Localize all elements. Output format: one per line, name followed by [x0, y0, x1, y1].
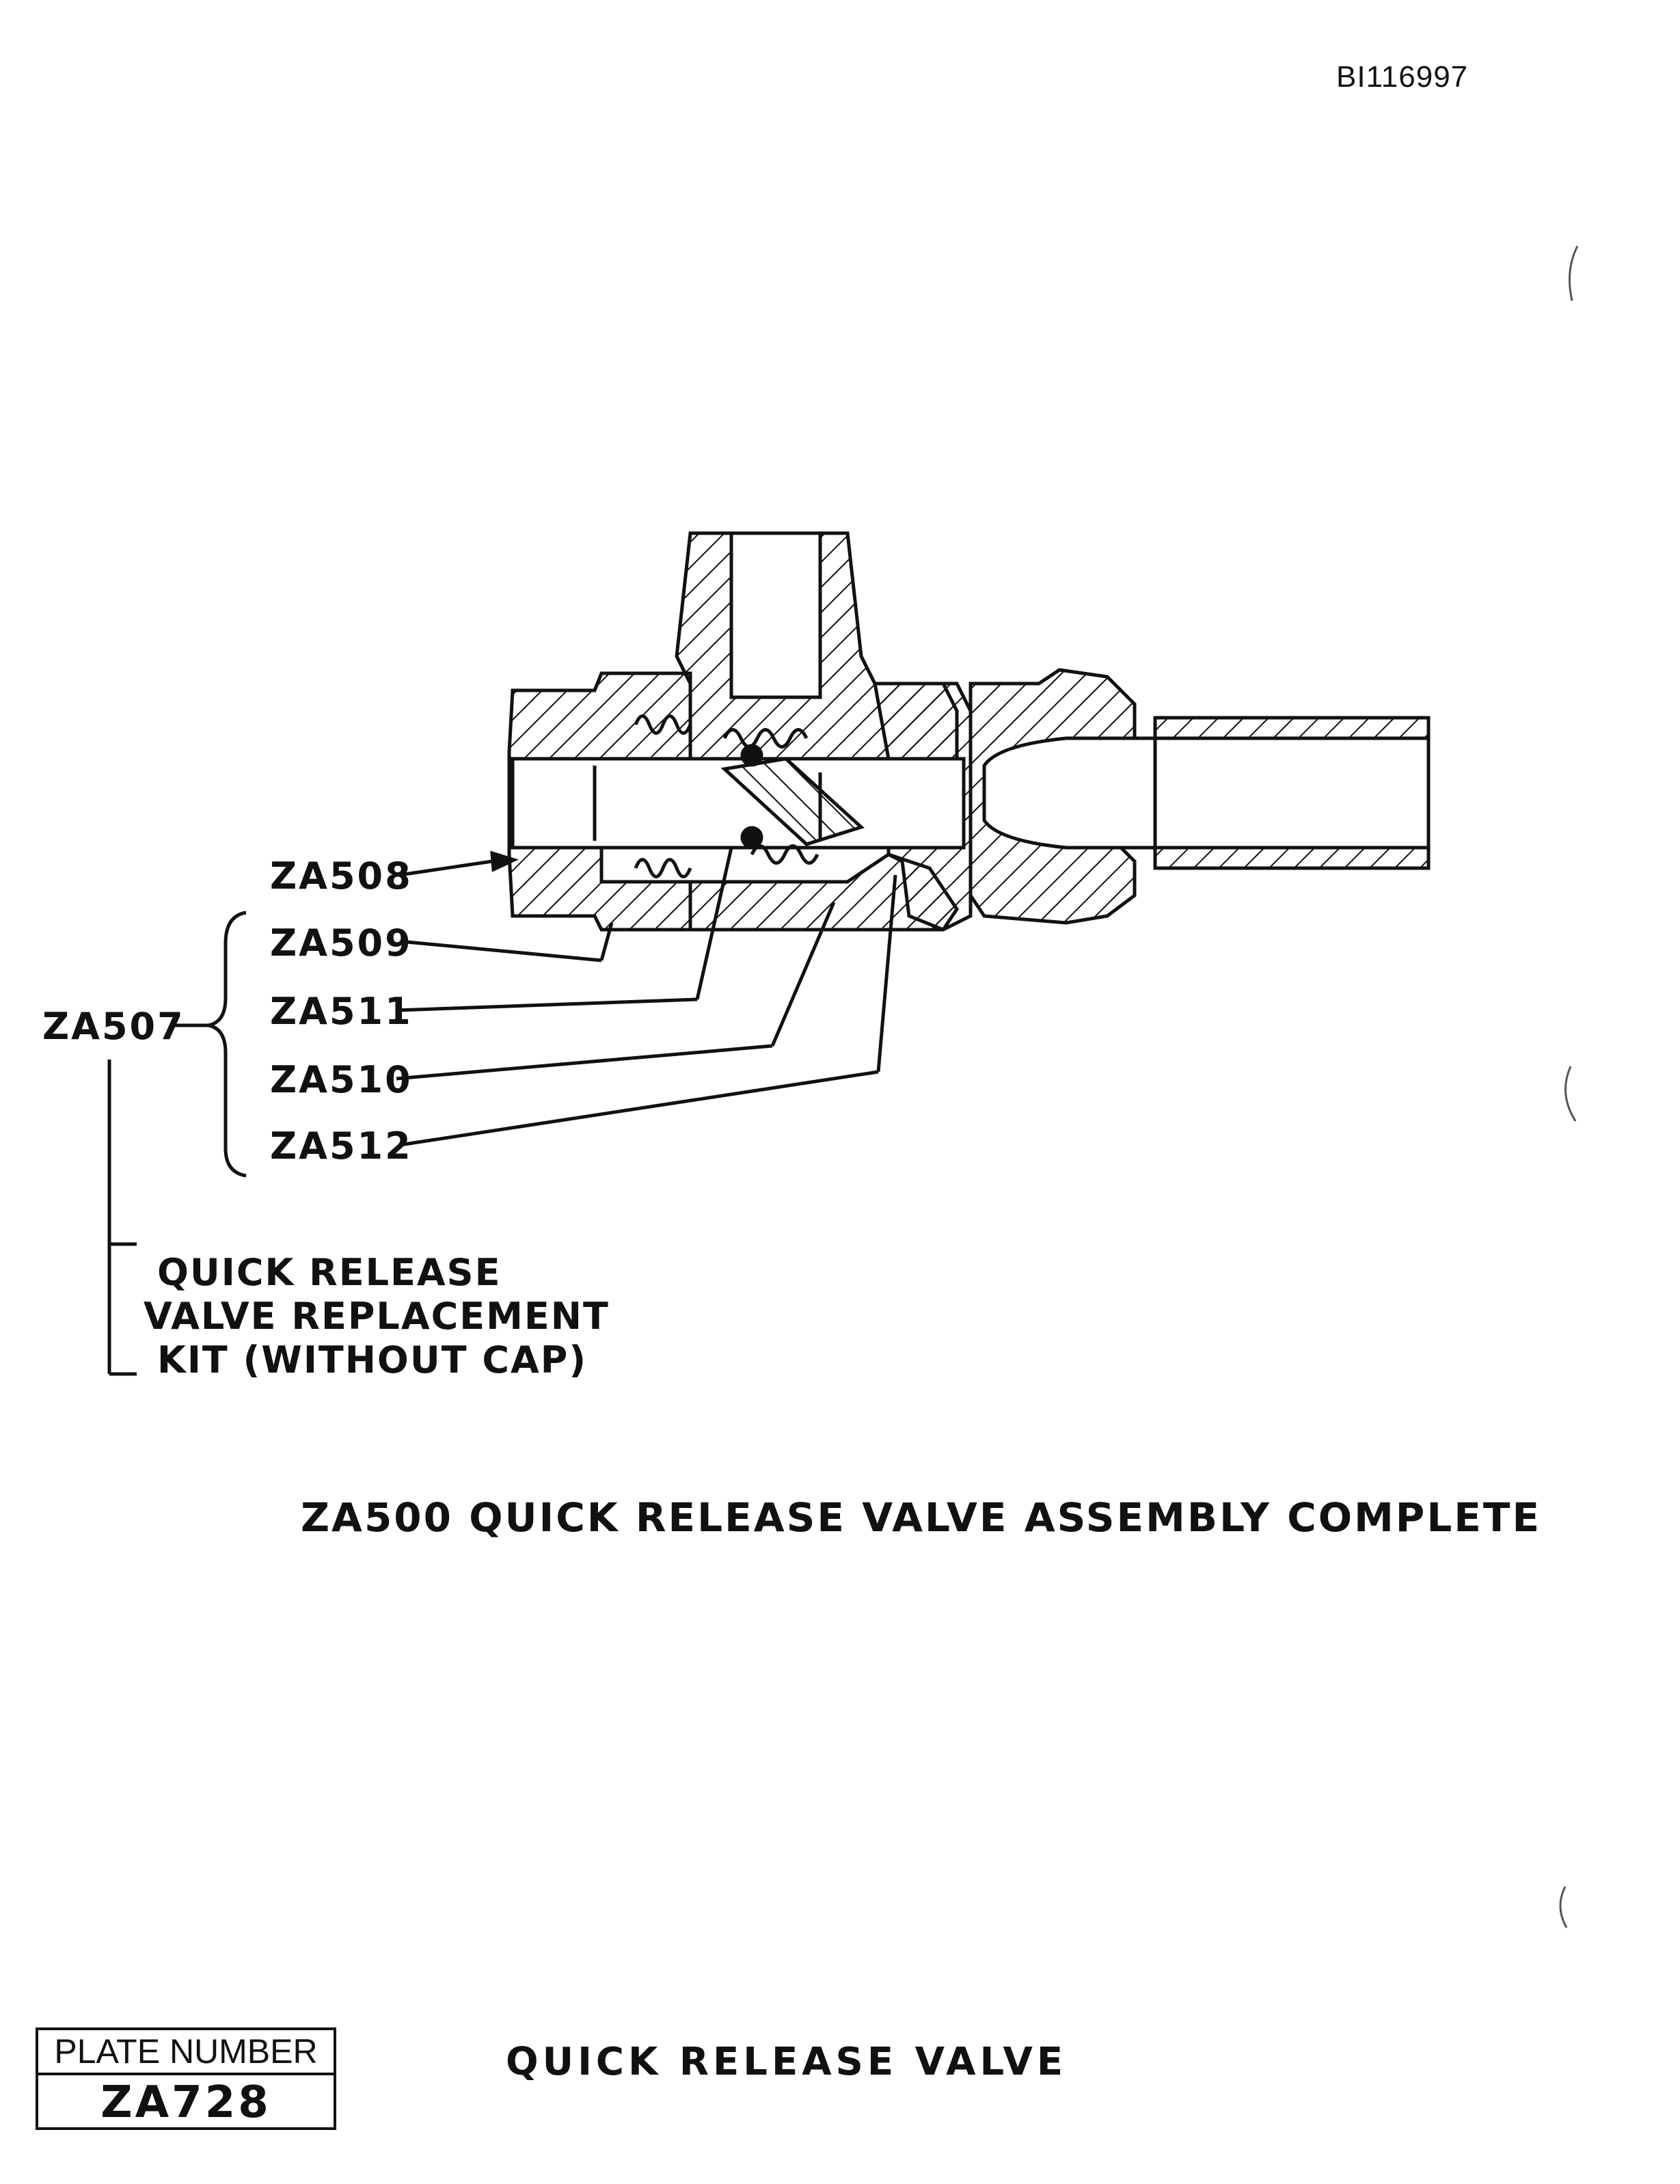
kit-line-3: KIT (WITHOUT CAP) — [157, 1338, 588, 1381]
leader-za509-tail — [599, 922, 614, 961]
arrowhead-za508 — [490, 850, 519, 872]
part-label-za511: ZA511 — [270, 990, 413, 1033]
part-label-za509: ZA509 — [270, 921, 413, 965]
leader-za512 — [399, 1070, 879, 1147]
braces — [107, 911, 247, 1376]
kit-line-1: QUICK RELEASE — [157, 1251, 502, 1294]
leader-za510-tail — [770, 902, 836, 1047]
assembly-caption: ZA500 QUICK RELEASE VALVE ASSEMBLY COMPL… — [301, 1494, 1542, 1541]
kit-description: QUICK RELEASE VALVE REPLACEMENT KIT (WIT… — [144, 1251, 610, 1382]
plate-number-box: PLATE NUMBER ZA728 — [36, 2027, 336, 2130]
leader-za509 — [406, 940, 602, 962]
part-label-za508: ZA508 — [270, 854, 413, 898]
plate-number-value: ZA728 — [100, 2077, 271, 2128]
leader-za510 — [396, 1044, 773, 1081]
kit-line-2: VALVE REPLACEMENT — [144, 1295, 610, 1338]
valve-body — [507, 531, 1431, 932]
document-id: BI116997 — [1336, 60, 1469, 94]
leader-za508 — [399, 859, 493, 877]
za507-brace — [208, 911, 247, 1178]
leader-za511-tail — [695, 847, 733, 1000]
part-label-za510: ZA510 — [270, 1058, 413, 1101]
plate-number-label: PLATE NUMBER — [38, 2030, 334, 2075]
part-label-za512: ZA512 — [270, 1124, 413, 1168]
leader-za511 — [396, 997, 698, 1012]
leader-za512-tail — [876, 874, 897, 1073]
part-label-za507: ZA507 — [42, 1005, 185, 1048]
leader-lines — [396, 847, 897, 1147]
margin-marks — [1559, 245, 1579, 1928]
footer-title: QUICK RELEASE VALVE — [506, 2040, 1068, 2084]
